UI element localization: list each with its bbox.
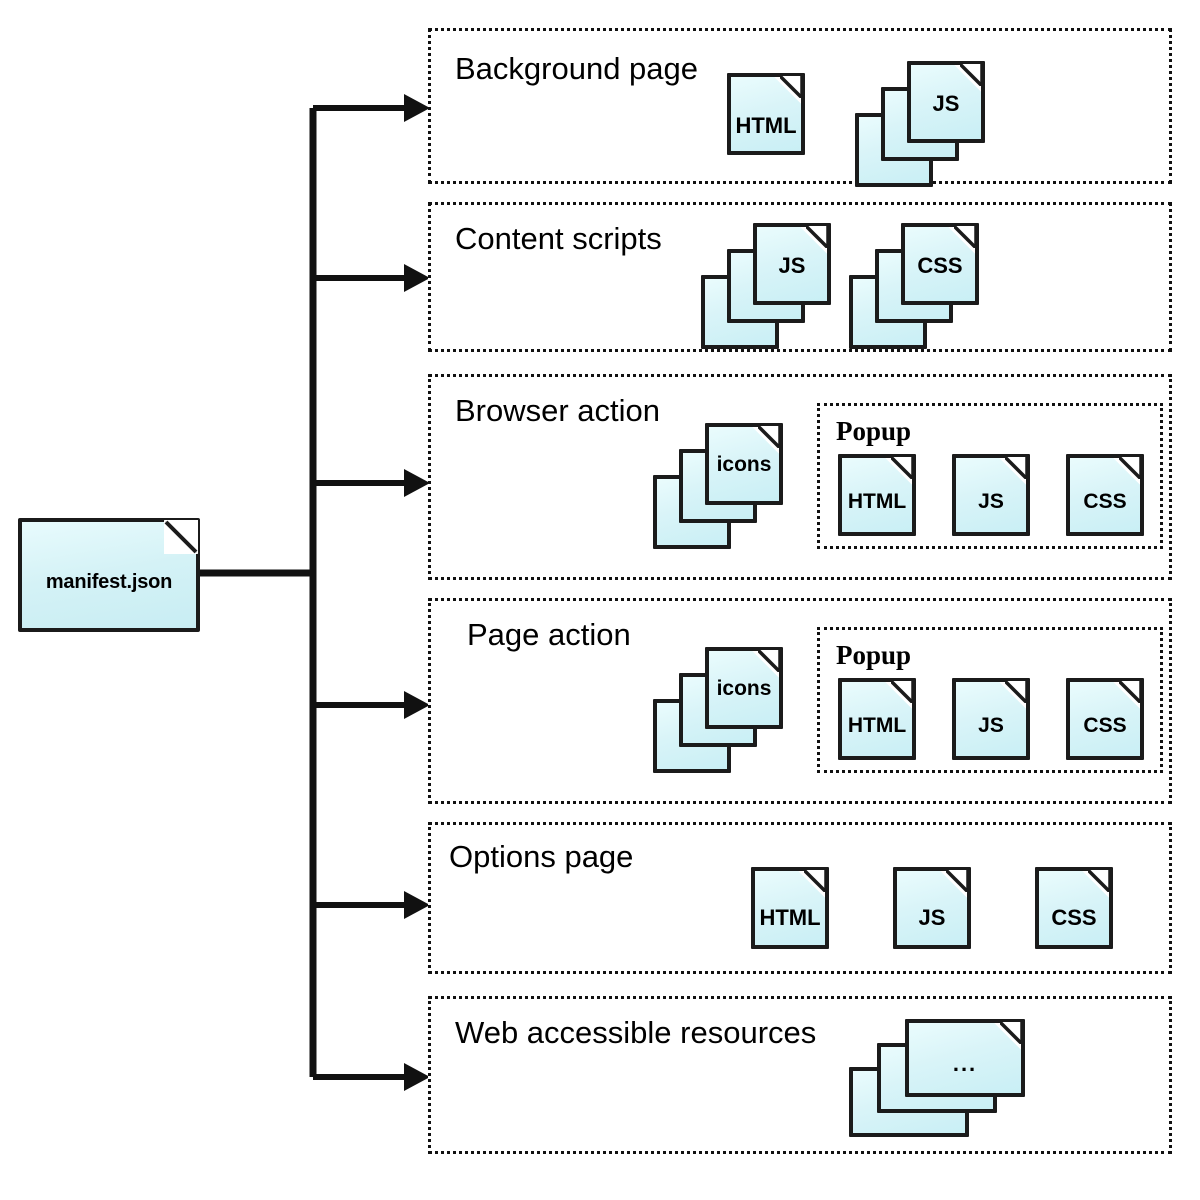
file-sheet-front: CSS: [901, 223, 979, 305]
css-file-icon[interactable]: CSS: [1066, 454, 1144, 536]
file-label: HTML: [735, 113, 797, 138]
css-file-icon[interactable]: CSS: [1066, 678, 1144, 760]
document-fold-icon: [1000, 1022, 1022, 1044]
file-sheet: HTML: [727, 73, 805, 155]
document-fold-icon: [806, 226, 828, 248]
file-sheet: HTML: [838, 678, 916, 760]
js-file-icon[interactable]: JS: [952, 678, 1030, 760]
html-file-icon[interactable]: HTML: [838, 678, 916, 760]
file-sheet: HTML: [838, 454, 916, 536]
css-file-stack-icon[interactable]: CSS: [849, 223, 979, 351]
file-sheet: JS: [952, 454, 1030, 536]
generic-file-stack-icon[interactable]: ...: [849, 1019, 1025, 1141]
file-label: JS: [978, 490, 1004, 513]
section-page-action[interactable]: Page action icons Popup: [428, 598, 1172, 804]
section-browser-action[interactable]: Browser action icons Popup: [428, 374, 1172, 580]
file-label: JS: [918, 905, 946, 930]
file-label: JS: [978, 714, 1004, 737]
document-fold-icon: [1119, 457, 1141, 479]
js-file-icon[interactable]: JS: [893, 867, 971, 949]
arrowhead-content-scripts: [404, 264, 430, 292]
document-fold-icon: [891, 681, 913, 703]
document-fold-icon: [1119, 681, 1141, 703]
css-file-icon[interactable]: CSS: [1035, 867, 1113, 949]
file-sheet: JS: [893, 867, 971, 949]
file-sheet: CSS: [1035, 867, 1113, 949]
js-file-stack-icon[interactable]: JS: [701, 223, 831, 351]
file-label: icons: [716, 677, 772, 700]
js-file-stack-icon[interactable]: JS: [855, 61, 985, 189]
file-sheet-front: JS: [753, 223, 831, 305]
file-label: CSS: [1051, 905, 1097, 930]
file-label: JS: [932, 91, 960, 116]
file-label: HTML: [759, 905, 821, 930]
arrowhead-browser-action: [404, 469, 430, 497]
file-label: JS: [778, 253, 806, 278]
document-fold-icon: [758, 426, 780, 448]
section-title-background-page: Background page: [455, 51, 699, 86]
section-title-browser-action: Browser action: [455, 393, 661, 428]
document-fold-icon: [891, 457, 913, 479]
file-label: ...: [952, 1051, 978, 1076]
document-fold-icon: [804, 870, 826, 892]
document-fold-icon: [946, 870, 968, 892]
file-sheet-front: icons: [705, 647, 783, 729]
file-label: CSS: [917, 253, 963, 278]
document-fold-icon: [960, 64, 982, 86]
section-options-page[interactable]: Options page HTML JS: [428, 822, 1172, 974]
arrowhead-options-page: [404, 891, 430, 919]
file-label: HTML: [847, 714, 907, 737]
file-label: HTML: [847, 490, 907, 513]
manifest-json-node[interactable]: manifest.json: [18, 518, 200, 632]
subbox-popup-page-action[interactable]: Popup HTML: [817, 627, 1163, 773]
document-fold-icon: [164, 520, 198, 554]
subbox-popup-browser-action[interactable]: Popup HTML: [817, 403, 1163, 549]
file-label: icons: [716, 453, 772, 476]
document-fold-icon: [780, 76, 802, 98]
document-fold-icon: [1005, 457, 1027, 479]
html-file-icon[interactable]: HTML: [727, 73, 805, 155]
document-fold-icon: [758, 650, 780, 672]
file-sheet: CSS: [1066, 678, 1144, 760]
html-file-icon[interactable]: HTML: [838, 454, 916, 536]
arrowhead-background-page: [404, 94, 430, 122]
file-sheet: HTML: [751, 867, 829, 949]
file-label: CSS: [1083, 490, 1127, 513]
js-file-icon[interactable]: JS: [952, 454, 1030, 536]
file-sheet-front: ...: [905, 1019, 1025, 1097]
section-web-accessible-resources[interactable]: Web accessible resources ...: [428, 996, 1172, 1154]
document-fold-icon: [1088, 870, 1110, 892]
file-sheet: CSS: [1066, 454, 1144, 536]
html-file-icon[interactable]: HTML: [751, 867, 829, 949]
document-fold-icon: [954, 226, 976, 248]
manifest-json-label: manifest.json: [45, 570, 173, 593]
section-title-web-accessible-resources: Web accessible resources: [455, 1015, 817, 1050]
subbox-title-popup: Popup: [836, 416, 912, 446]
arrowhead-web-accessible-resources: [404, 1063, 430, 1091]
document-fold-icon: [1005, 681, 1027, 703]
icons-file-stack-icon[interactable]: icons: [653, 647, 783, 775]
file-label: CSS: [1083, 714, 1127, 737]
section-content-scripts[interactable]: Content scripts JS: [428, 202, 1172, 352]
section-title-page-action: Page action: [467, 617, 631, 652]
subbox-title-popup: Popup: [836, 640, 912, 670]
section-title-options-page: Options page: [449, 839, 634, 874]
icons-file-stack-icon[interactable]: icons: [653, 423, 783, 551]
arrowhead-page-action: [404, 691, 430, 719]
section-background-page[interactable]: Background page HTML: [428, 28, 1172, 187]
file-sheet-front: icons: [705, 423, 783, 505]
section-title-content-scripts: Content scripts: [455, 221, 662, 256]
file-sheet: JS: [952, 678, 1030, 760]
file-sheet-front: JS: [907, 61, 985, 143]
